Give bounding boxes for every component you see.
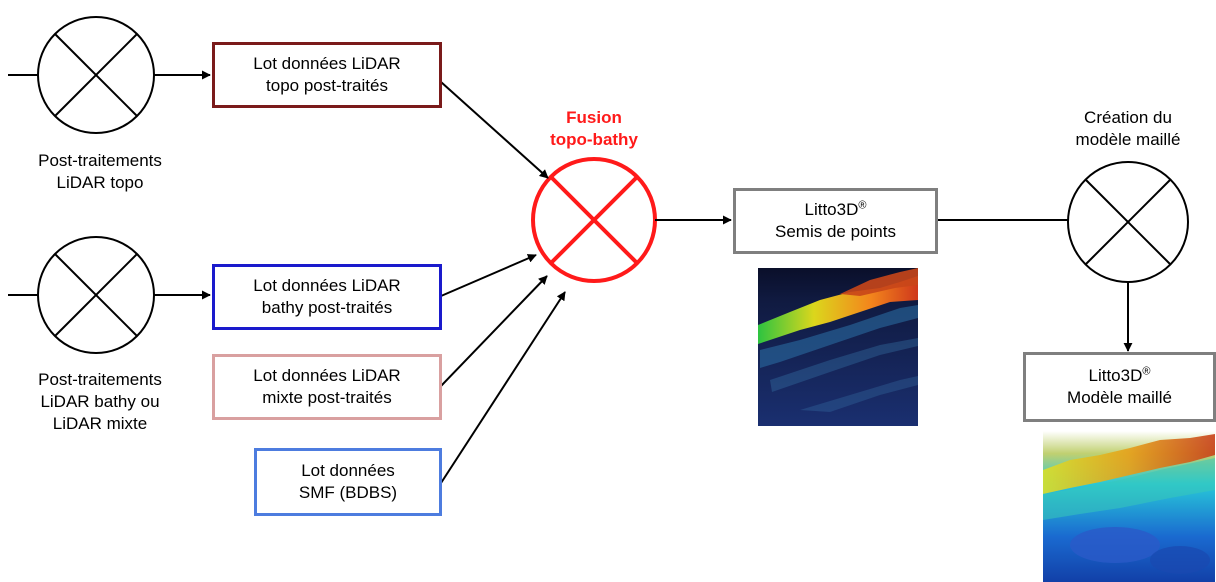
box-modele-line-1: Litto3D® [1089,365,1151,387]
label-topo-line-1: Post-traitements [38,151,162,170]
registered-mark: ® [858,199,867,212]
box-semis-line-1: Litto3D® [805,199,867,221]
box-litto3d-semis: Litto3D® Semis de points [733,188,938,254]
box-smf-line-1: Lot données [301,461,395,480]
label-post-traitements-bathy: Post-traitements LiDAR bathy ou LiDAR mi… [10,369,190,435]
box-bathy-line-1: Lot données LiDAR [253,276,401,295]
arrow-mixte-box-to-fusion [440,275,548,387]
label-fusion-line-1: Fusion [566,108,622,127]
arrow-topo-box-to-fusion [440,81,549,179]
box-litto3d-modele: Litto3D® Modèle maillé [1023,352,1216,422]
label-fusion-line-2: topo-bathy [550,130,638,149]
label-topo-line-2: LiDAR topo [56,173,144,192]
box-lidar-topo: Lot données LiDAR topo post-traités [212,42,442,108]
label-bathy-line-1: Post-traitements [38,370,162,389]
label-fusion-topo-bathy: Fusion topo-bathy [519,107,669,151]
operator-bathy-icon [37,236,155,354]
operator-fusion-icon [531,157,657,283]
box-lidar-bathy: Lot données LiDAR bathy post-traités [212,264,442,330]
mesh-model-image [1043,431,1215,582]
box-mixte-line-2: mixte post-traités [262,388,392,407]
label-bathy-line-3: LiDAR mixte [52,414,148,433]
box-modele-line-2: Modèle maillé [1067,388,1172,407]
registered-mark: ® [1142,365,1151,378]
box-topo-line-1: Lot données LiDAR [253,54,401,73]
point-cloud-image [758,268,918,426]
arrow-smf-box-to-fusion [440,291,566,484]
box-bathy-line-2: bathy post-traités [261,298,393,317]
label-creation-modele-maille: Création du modèle maillé [1040,107,1216,151]
box-mixte-line-1: Lot données LiDAR [253,366,401,385]
arrow-bathy-box-to-fusion [440,254,537,297]
label-bathy-line-2: LiDAR bathy ou [40,392,160,411]
label-maillage-line-1: Création du [1084,108,1172,127]
label-maillage-line-2: modèle maillé [1075,130,1181,149]
box-smf-bdbs: Lot données SMF (BDBS) [254,448,442,516]
box-topo-line-2: topo post-traités [266,76,388,95]
label-post-traitements-topo: Post-traitements LiDAR topo [10,150,190,194]
box-lidar-mixte: Lot données LiDAR mixte post-traités [212,354,442,420]
box-smf-line-2: SMF (BDBS) [298,483,398,502]
operator-topo-icon [37,16,155,134]
box-semis-line-2: Semis de points [775,222,896,241]
operator-maillage-icon [1067,161,1189,283]
box-semis-title: Litto3D [804,200,859,219]
box-modele-title: Litto3D [1088,366,1143,385]
